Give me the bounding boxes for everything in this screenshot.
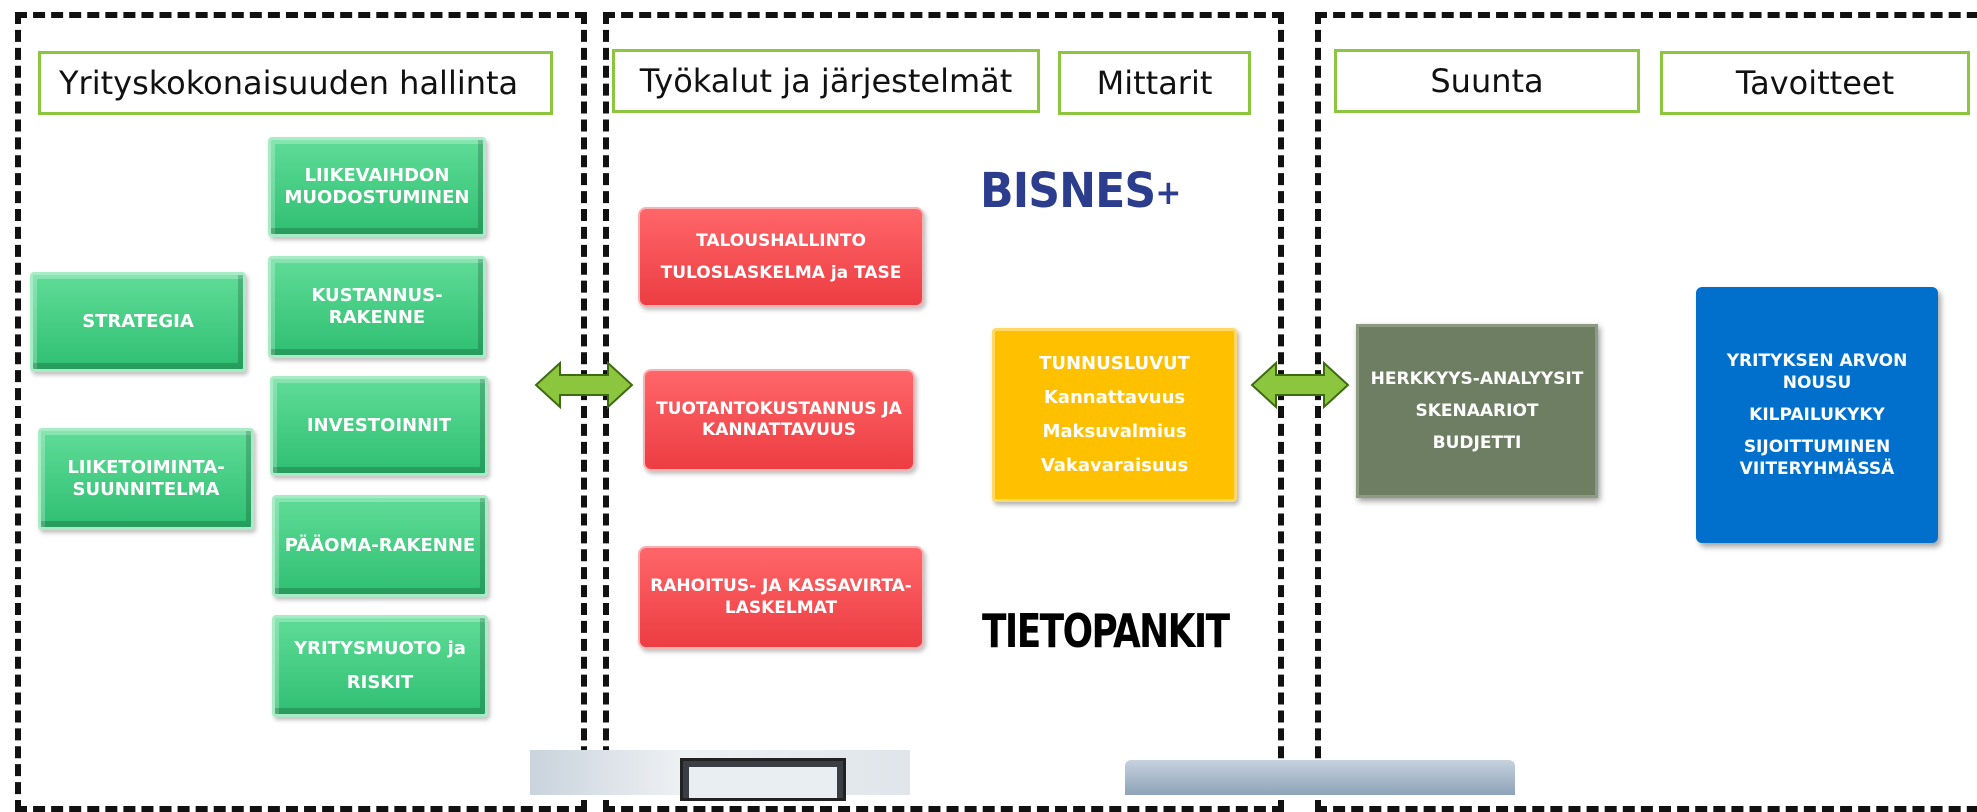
- box-text-line: MUODOSTUMINEN: [284, 187, 470, 208]
- box-text-line: STRATEGIA: [82, 310, 194, 332]
- box-production-cost: TUOTANTOKUSTANNUS JA KANNATTAVUUS: [643, 369, 915, 471]
- box-text-line: HERKKYYS-ANALYYSIT: [1370, 368, 1584, 389]
- box-sensitivity-analysis: HERKKYYS-ANALYYSIT SKENAARIOT BUDJETTI: [1356, 324, 1598, 498]
- header-metrics: Mittarit: [1058, 51, 1251, 115]
- laptop-photo: [530, 750, 910, 801]
- box-key-ratios: TUNNUSLUVUT Kannattavuus Maksuvalmius Va…: [992, 328, 1237, 502]
- box-text-line: LIIKETOIMINTA-: [67, 456, 225, 478]
- box-financing: RAHOITUS- JA KASSAVIRTA- LASKELMAT: [638, 546, 924, 649]
- box-text-line: VIITERYHMÄSSÄ: [1739, 459, 1895, 480]
- box-text-line: SKENAARIOT: [1415, 400, 1539, 421]
- box-text-line: LASKELMAT: [724, 597, 838, 618]
- box-cost-structure: KUSTANNUS- RAKENNE: [268, 256, 486, 358]
- box-text-line: Vakavaraisuus: [1040, 455, 1189, 477]
- desk-photo: [1125, 760, 1515, 795]
- box-text-line: SIJOITTUMINEN: [1743, 437, 1891, 458]
- double-arrow-icon: [534, 360, 634, 410]
- box-text-line: Maksuvalmius: [1042, 421, 1187, 442]
- box-strategy: STRATEGIA: [30, 272, 246, 372]
- header-direction: Suunta: [1334, 49, 1640, 113]
- box-company-form: YRITYSMUOTO ja RISKIT: [272, 615, 488, 717]
- box-text-line: YRITYSMUOTO ja: [294, 637, 466, 659]
- box-text-line: KILPAILUKYKY: [1749, 404, 1885, 425]
- header-management: Yrityskokonaisuuden hallinta: [38, 51, 553, 115]
- box-text-line: TUNNUSLUVUT: [1039, 352, 1190, 374]
- box-text-line: NOUSU: [1782, 372, 1852, 393]
- box-text-line: TALOUSHALLINTO: [696, 230, 866, 251]
- box-company-goals: YRITYKSEN ARVON NOUSU KILPAILUKYKY SIJOI…: [1696, 287, 1938, 543]
- double-arrow-icon: [1250, 360, 1350, 410]
- box-capital-structure: PÄÄOMA-RAKENNE: [272, 495, 488, 597]
- box-text-line: PÄÄOMA-RAKENNE: [284, 534, 476, 556]
- box-text-line: KUSTANNUS-: [311, 284, 443, 306]
- box-revenue-formation: LIIKEVAIHDON MUODOSTUMINEN: [268, 137, 486, 237]
- box-text-line: INVESTOINNIT: [306, 414, 452, 436]
- box-text-line: LIIKEVAIHDON: [304, 164, 450, 186]
- bisnes-logo-text: BISNES: [980, 163, 1156, 219]
- box-text-line: RAKENNE: [328, 307, 426, 328]
- box-text-line: BUDJETTI: [1432, 433, 1522, 454]
- box-investments: INVESTOINNIT: [270, 376, 488, 476]
- box-text-line: TUOTANTOKUSTANNUS JA: [656, 398, 902, 419]
- laptop-screen: [680, 758, 846, 801]
- box-text-line: Kannattavuus: [1043, 386, 1186, 408]
- box-text-line: RAHOITUS- JA KASSAVIRTA-: [650, 576, 912, 597]
- box-text-line: RISKIT: [346, 672, 414, 693]
- box-text-line: TULOSLASKELMA ja TASE: [660, 263, 902, 283]
- laptop-screen-content: [689, 767, 837, 798]
- box-text-line: KANNATTAVUUS: [702, 420, 856, 440]
- bisnes-logo: BISNES+: [980, 163, 1182, 219]
- tietopankit-logo: TIETOPANKIT: [982, 604, 1230, 658]
- box-business-plan: LIIKETOIMINTA- SUUNNITELMA: [38, 428, 254, 530]
- bisnes-logo-plus: +: [1155, 173, 1181, 213]
- box-text-line: SUUNNITELMA: [72, 479, 220, 500]
- box-accounting: TALOUSHALLINTO TULOSLASKELMA ja TASE: [638, 207, 924, 307]
- box-text-line: YRITYKSEN ARVON: [1726, 350, 1908, 371]
- header-goals: Tavoitteet: [1660, 51, 1970, 115]
- header-tools: Työkalut ja järjestelmät: [612, 49, 1040, 113]
